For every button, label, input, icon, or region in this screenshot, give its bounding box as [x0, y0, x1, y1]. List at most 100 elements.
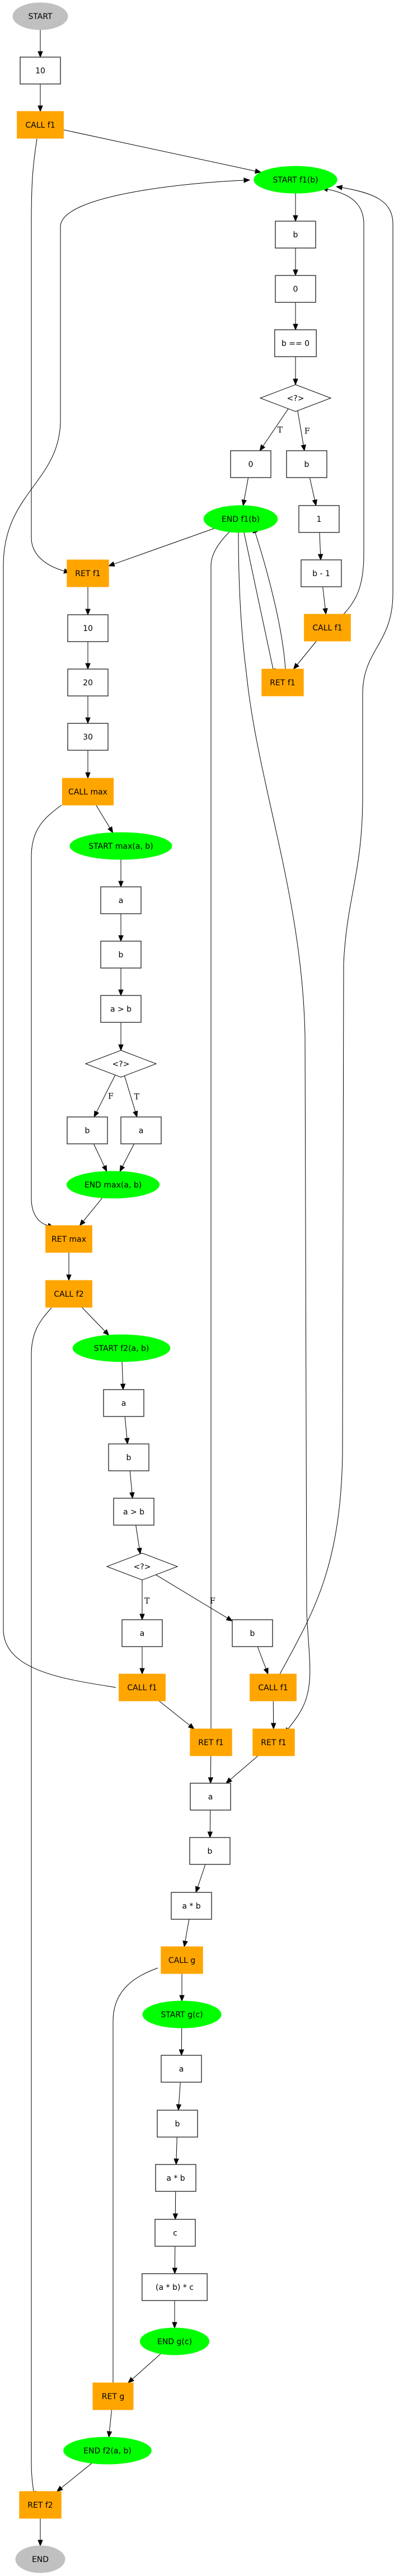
edge-label: T — [134, 1092, 140, 1101]
branch-node[interactable]: <?> — [106, 1553, 179, 1581]
edge-line — [3, 180, 245, 1688]
arrowhead-icon — [243, 177, 251, 183]
node-shape — [92, 2382, 134, 2410]
node-shape — [67, 1116, 108, 1144]
function-end-node[interactable]: END f2(a, b) — [63, 2437, 152, 2465]
node-label: b — [126, 1453, 132, 1462]
node-label: START f1(b) — [273, 176, 318, 185]
node-shape — [45, 1225, 92, 1253]
statement-node[interactable]: a > b — [100, 995, 142, 1023]
statement-node[interactable]: b — [232, 1619, 273, 1647]
arrowhead-icon — [173, 2158, 179, 2166]
statement-node[interactable]: b - 1 — [301, 559, 342, 587]
arrowhead-icon — [259, 444, 266, 452]
edge-label: F — [210, 1597, 215, 1606]
node-shape — [259, 384, 332, 412]
function-start-node[interactable]: START f2(a, b) — [72, 1334, 171, 1362]
edge-n42-n43 — [195, 1864, 206, 1894]
arrowhead-icon — [207, 1831, 213, 1839]
statement-node[interactable]: 0 — [230, 450, 271, 478]
statement-node[interactable]: 10 — [20, 57, 61, 85]
edge-line — [243, 477, 249, 501]
return-node[interactable]: RET f1 — [190, 1728, 232, 1756]
statement-node[interactable]: b — [189, 1837, 231, 1865]
node-label: <?> — [134, 1563, 151, 1572]
edge-n29-n30 — [81, 1307, 110, 1336]
node-label: END — [32, 2555, 49, 2564]
statement-node[interactable]: a * b — [171, 1892, 212, 1920]
function-start-node[interactable]: START g(c) — [142, 2000, 222, 2028]
edge-n29-n54 — [31, 1307, 52, 2498]
branch-node[interactable]: <?> — [85, 1050, 157, 1078]
arrowhead-icon — [137, 1548, 142, 1555]
arrowhead-icon — [85, 717, 91, 724]
edge-line — [124, 1416, 128, 1439]
statement-node[interactable]: 20 — [67, 668, 109, 696]
return-node[interactable]: RET f1 — [67, 559, 109, 587]
edge-line — [257, 1646, 266, 1669]
terminal-node[interactable]: START — [12, 2, 68, 30]
statement-node[interactable]: 10 — [67, 614, 109, 642]
statement-node[interactable]: b == 0 — [274, 329, 317, 357]
function-start-node[interactable]: START max(a, b) — [69, 832, 172, 860]
statement-node[interactable]: b — [157, 2110, 198, 2138]
call-node[interactable]: CALL f1 — [250, 1673, 297, 1701]
arrowhead-icon — [225, 1777, 233, 1784]
statement-node[interactable]: (a * b) * c — [142, 2273, 208, 2301]
statement-node[interactable]: a — [120, 1116, 162, 1144]
statement-node[interactable]: 1 — [298, 505, 340, 533]
edge-line — [122, 1143, 135, 1167]
call-node[interactable]: CALL max — [62, 778, 114, 806]
return-node[interactable]: RET f1 — [252, 1728, 295, 1756]
statement-node[interactable]: a — [121, 1619, 163, 1647]
node-shape — [113, 1498, 154, 1526]
statement-node[interactable]: b — [100, 941, 142, 969]
node-label: 0 — [293, 285, 298, 294]
call-node[interactable]: CALL f1 — [304, 614, 351, 642]
statement-node[interactable]: a — [100, 886, 142, 914]
call-node[interactable]: CALL f1 — [119, 1673, 166, 1701]
statement-node[interactable]: a * b — [155, 2164, 196, 2192]
return-node[interactable]: RET max — [45, 1225, 92, 1253]
branch-node[interactable]: <?> — [259, 384, 332, 412]
arrowhead-icon — [226, 1615, 233, 1621]
statement-node[interactable]: b — [286, 450, 327, 478]
node-label: RET f2 — [27, 2501, 53, 2510]
statement-node[interactable]: a — [161, 2055, 202, 2083]
function-end-node[interactable]: END f1(b) — [203, 505, 278, 533]
edge-n52-n53 — [106, 2409, 112, 2438]
function-start-node[interactable]: START f1(b) — [254, 166, 337, 194]
function-end-node[interactable]: END max(a, b) — [66, 1171, 160, 1199]
node-label: a — [179, 2065, 184, 2074]
statement-node[interactable]: c — [154, 2219, 196, 2247]
node-shape — [157, 2110, 198, 2138]
call-node[interactable]: CALL g — [161, 1946, 203, 1974]
arrowhead-icon — [119, 1165, 125, 1172]
statement-node[interactable]: 30 — [67, 723, 109, 751]
node-label: CALL f1 — [127, 1684, 157, 1693]
statement-node[interactable]: b — [108, 1443, 149, 1471]
statement-node[interactable]: a > b — [113, 1498, 154, 1526]
return-node[interactable]: RET g — [92, 2382, 134, 2410]
statement-node[interactable]: b — [67, 1116, 108, 1144]
call-node[interactable]: CALL f1 — [17, 111, 64, 139]
arrowhead-icon — [317, 554, 323, 561]
edge-n38-n40 — [270, 1700, 276, 1730]
call-node[interactable]: CALL f2 — [45, 1280, 92, 1308]
function-end-node[interactable]: END g(c) — [139, 2327, 210, 2355]
arrowhead-icon — [120, 1383, 126, 1391]
statement-node[interactable]: 0 — [275, 275, 316, 303]
terminal-node[interactable]: END — [15, 2545, 65, 2573]
node-shape — [232, 1619, 273, 1647]
node-shape — [189, 1837, 231, 1865]
node-shape — [155, 2164, 196, 2192]
arrowhead-icon — [208, 1777, 214, 1784]
return-node[interactable]: RET f2 — [19, 2491, 62, 2519]
statement-node[interactable]: a — [190, 1783, 231, 1811]
edge-n37-n39 — [158, 1700, 195, 1729]
statement-node[interactable]: b — [275, 221, 316, 249]
node-shape — [190, 1728, 232, 1756]
edge-n39-n41 — [208, 1755, 214, 1784]
return-node[interactable]: RET f1 — [261, 668, 304, 696]
statement-node[interactable]: a — [103, 1389, 144, 1417]
